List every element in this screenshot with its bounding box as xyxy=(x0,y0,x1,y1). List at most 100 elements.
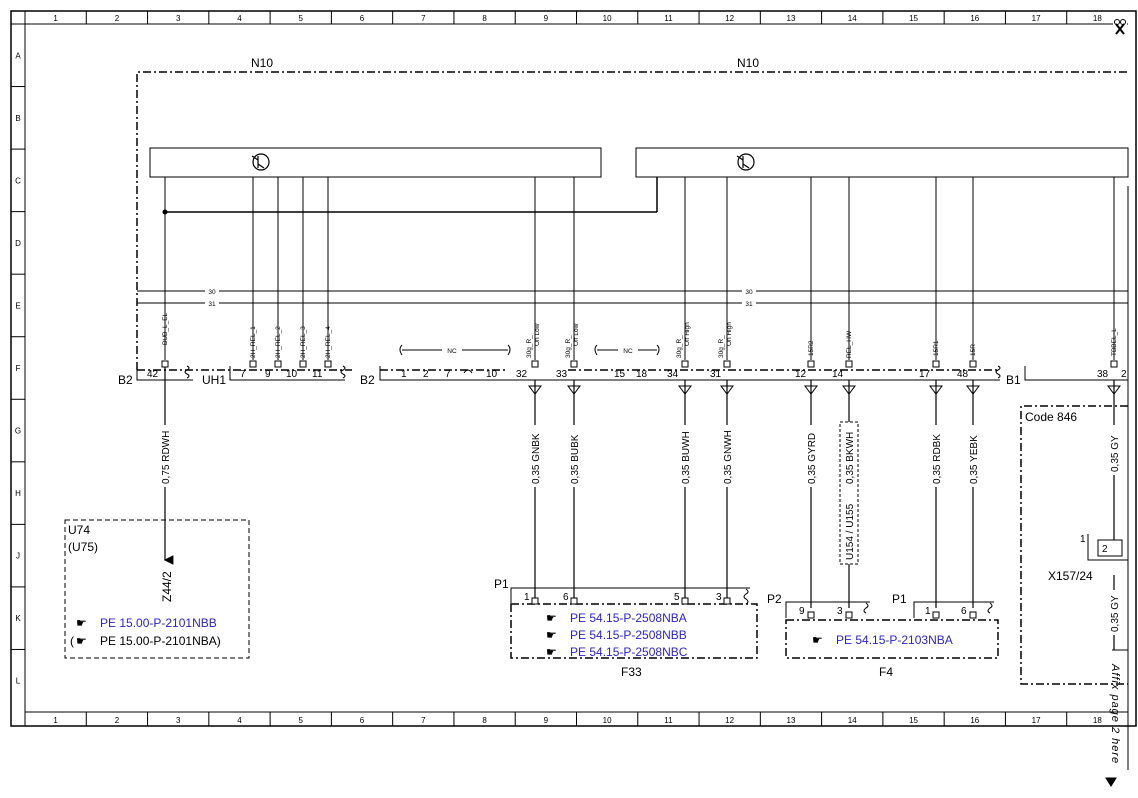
nc-label: NC xyxy=(623,348,633,355)
signal-label: 2H_REL_1 xyxy=(250,326,257,358)
wire-label: 0,35 BUWH xyxy=(681,431,692,484)
grid-column-label: 6 xyxy=(360,716,365,725)
pin-number: 31 xyxy=(710,369,722,380)
grid-column-label: 16 xyxy=(970,14,979,23)
pin-number: 7 xyxy=(240,369,246,380)
code-846-boundary xyxy=(1020,405,1128,685)
grid-column-label: 13 xyxy=(787,716,796,725)
signal-label: Off High xyxy=(684,322,691,346)
grid-column-label: 10 xyxy=(603,716,612,725)
pin-number: 10 xyxy=(486,369,498,380)
scissors-icon xyxy=(1113,18,1127,38)
grid-column-label: 9 xyxy=(544,716,549,725)
pointing-hand-icon: ☛ xyxy=(546,645,557,659)
grid-column-label: 14 xyxy=(848,716,857,725)
external-wires xyxy=(163,367,1115,650)
pin-number: 32 xyxy=(516,369,528,380)
reference-link[interactable]: PE 54.15-P-2103NBA xyxy=(836,633,953,647)
grid-column-label: 8 xyxy=(482,716,487,725)
grid-column-label: 2 xyxy=(115,14,120,23)
bus-30-label: 30 xyxy=(745,289,753,296)
grid-column-label: 16 xyxy=(970,716,979,725)
signal-label: 30g_R_ xyxy=(565,335,572,358)
connector-pins xyxy=(161,360,1118,368)
grid-column-label: 17 xyxy=(1032,14,1041,23)
pin-number: 1 xyxy=(1080,534,1086,545)
p1-label: P1 xyxy=(892,592,907,606)
u74-box xyxy=(64,519,250,659)
pin-number: 7 xyxy=(445,369,451,380)
wire-label: 0,35 YEBK xyxy=(969,435,980,484)
pin-number: 1 xyxy=(925,606,931,617)
grid-row-label: A xyxy=(15,51,21,60)
reference-link[interactable]: PE 54.15-P-2508NBA xyxy=(570,611,687,625)
reference-link[interactable]: PE 15.00-P-2101NBA) xyxy=(100,634,221,648)
grid-row-label: D xyxy=(15,239,21,248)
grid-column-label: 2 xyxy=(115,716,120,725)
nc-label: NC xyxy=(447,348,457,355)
grid-column-label: 3 xyxy=(176,716,181,725)
reference-link[interactable]: PE 54.15-P-2508NBC xyxy=(570,645,688,659)
grid-row-label: L xyxy=(16,677,21,686)
grid-column-label: 18 xyxy=(1093,14,1102,23)
grid-column-label: 17 xyxy=(1032,716,1041,725)
signal-label: 30g_R_ xyxy=(676,335,683,358)
pin-number: 18 xyxy=(636,369,648,380)
signal-label: 2H_REL_3 xyxy=(300,326,307,358)
pointing-hand-icon: ☛ xyxy=(76,616,87,630)
pin-number: 17 xyxy=(919,369,931,380)
pin-number: 2 xyxy=(1121,369,1127,380)
pin-number: 6 xyxy=(961,606,967,617)
connector-b2-mid: B2 xyxy=(360,373,375,387)
grid-column-label: 1 xyxy=(53,716,58,725)
wire-label: 0,35 GNWH xyxy=(723,430,734,484)
grid-column-label: 3 xyxy=(176,14,181,23)
wire-label: 0,35 BUBK xyxy=(570,434,581,484)
wire-label: 0,35 GNBK xyxy=(531,433,542,484)
grid-row-label: K xyxy=(15,614,21,623)
signal-label: On High xyxy=(726,322,733,346)
x157-label: X157/24 xyxy=(1048,569,1093,583)
reference-link[interactable]: PE 54.15-P-2508NBB xyxy=(570,628,687,642)
connector-b1: B1 xyxy=(1006,373,1021,387)
wire-label-gaps xyxy=(158,425,1121,635)
f4-label: F4 xyxy=(879,665,893,679)
grid-column-label: 18 xyxy=(1093,716,1102,725)
pointing-hand-icon: ☛ xyxy=(546,611,557,625)
reference-paren: ( xyxy=(70,634,74,648)
grid-column-label: 9 xyxy=(544,14,549,23)
grid-column-label: 6 xyxy=(360,14,365,23)
f33-pins xyxy=(531,597,731,605)
signal-label: 2H_REL_4 xyxy=(325,326,332,358)
grid-column-label: 15 xyxy=(909,14,918,23)
bus-30-label: 30 xyxy=(208,289,216,296)
pin-number: 3 xyxy=(716,592,722,603)
n10-module-boundary xyxy=(136,71,1128,371)
grid-column-label: 4 xyxy=(237,14,242,23)
code-846-label: Code 846 xyxy=(1025,410,1077,424)
f33-connector xyxy=(510,587,750,605)
f33-box xyxy=(510,603,758,659)
grid-column-label: 5 xyxy=(299,14,304,23)
reference-link[interactable]: PE 15.00-P-2101NBB xyxy=(100,616,217,630)
signal-label: 30g_R_ xyxy=(718,335,725,358)
pin-number: 12 xyxy=(795,369,807,380)
u75-label: (U75) xyxy=(68,540,98,554)
wire-label: 0,35 RDBK xyxy=(932,434,943,484)
grid-column-label: 10 xyxy=(603,14,612,23)
grid-column-label: 7 xyxy=(421,716,426,725)
grid-column-labels: 1122334455667788991010111112121313141415… xyxy=(24,11,1102,726)
nc-brackets xyxy=(399,344,660,356)
grid-row-label: G xyxy=(15,427,21,436)
connector-b2-left: B2 xyxy=(118,373,133,387)
separation-markers xyxy=(528,385,1121,395)
signal-label: 15R2 xyxy=(808,340,815,356)
x157-connector xyxy=(1087,534,1128,561)
grid-row-label: H xyxy=(15,489,21,498)
f4-box xyxy=(785,619,999,659)
pin-number: 15 xyxy=(614,369,626,380)
pointing-hand-icon: ☛ xyxy=(546,628,557,642)
pin-number: 2 xyxy=(1102,544,1108,555)
